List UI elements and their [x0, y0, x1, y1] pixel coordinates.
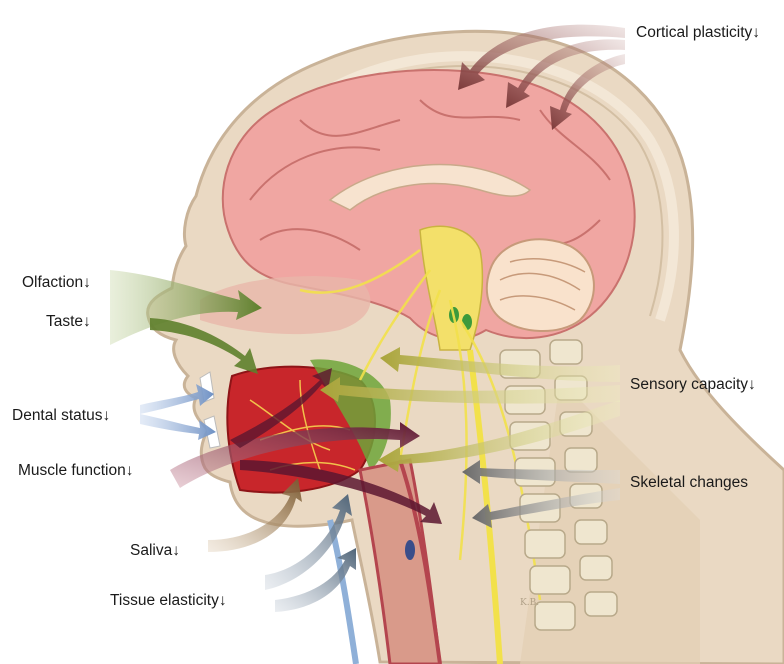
label-tissue-elasticity: Tissue elasticity↓ [110, 592, 227, 610]
artist-initials: K.B. [520, 598, 539, 608]
label-skeletal-changes: Skeletal changes [630, 474, 748, 492]
label-taste: Taste↓ [46, 313, 91, 331]
label-olfaction: Olfaction↓ [22, 274, 91, 292]
label-saliva: Saliva↓ [130, 542, 180, 560]
label-dental-status: Dental status↓ [12, 407, 110, 425]
label-sensory-capacity: Sensory capacity↓ [630, 376, 756, 394]
label-muscle-function: Muscle function↓ [18, 462, 133, 480]
label-cortical-plasticity: Cortical plasticity↓ [636, 24, 760, 42]
